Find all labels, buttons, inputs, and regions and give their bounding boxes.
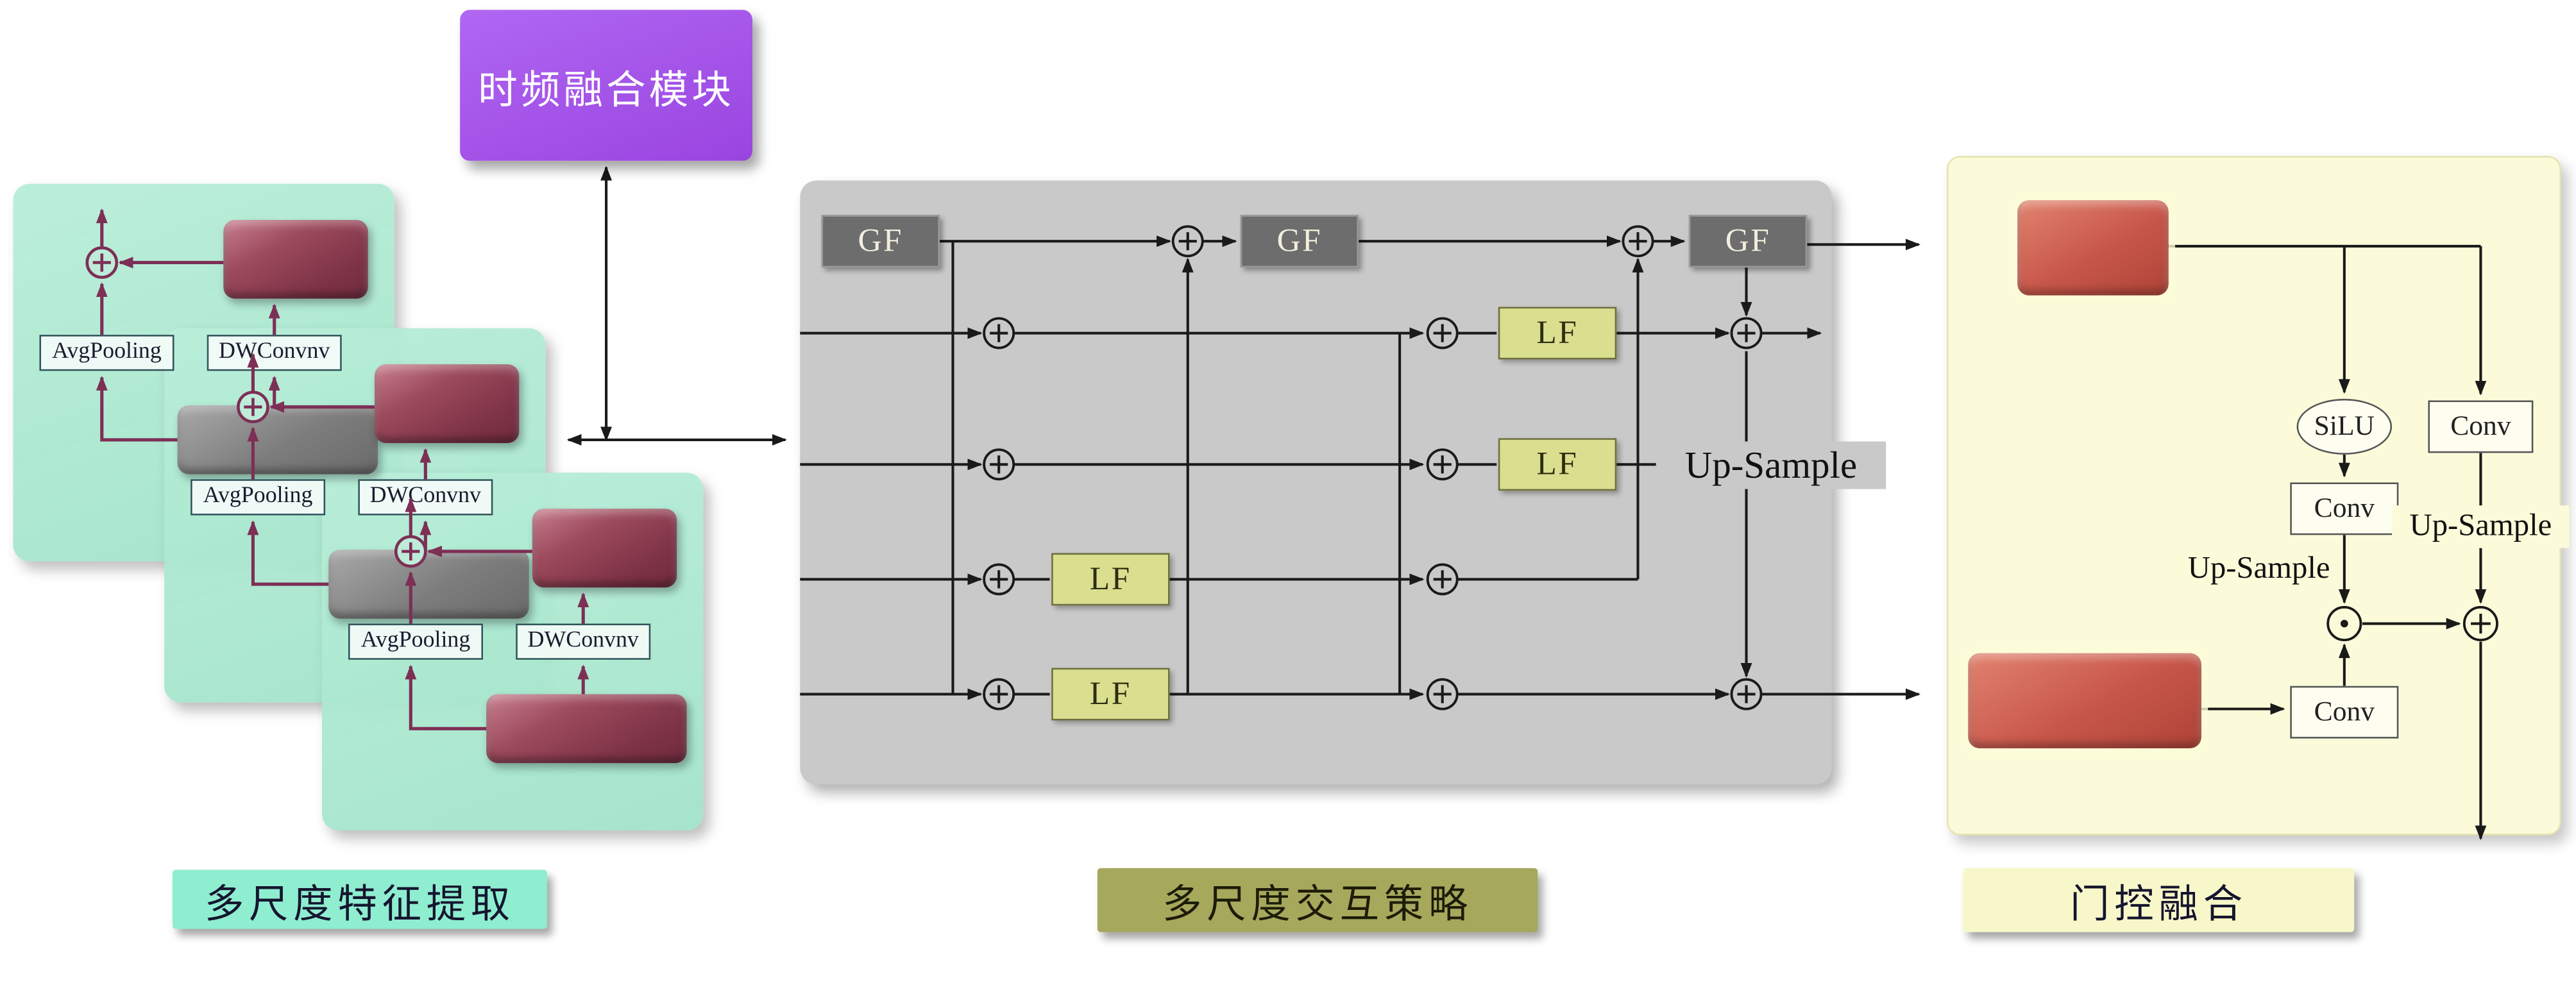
feature-map-output-1 — [223, 219, 368, 299]
dwconv-box-2: DWConvnv — [358, 479, 493, 516]
lf-box-1: LF — [1498, 307, 1617, 360]
upsample-label-middle: Up-Sample — [1656, 441, 1886, 489]
lf-box-4: LF — [1051, 668, 1170, 721]
feature-map-output-3 — [532, 508, 677, 588]
avgpooling-box-1: AvgPooling — [39, 335, 174, 371]
lf-box-2: LF — [1498, 438, 1617, 491]
feature-map-gated-bottom — [1968, 653, 2202, 749]
conv-box-right: Conv — [2428, 400, 2534, 453]
fusion-module-box: 时频融合模块 — [460, 10, 753, 161]
feature-map-input-3 — [486, 694, 687, 764]
caption-interaction: 多尺度交互策略 — [1097, 868, 1538, 932]
caption-gated-fusion: 门控融合 — [1963, 868, 2355, 932]
silu-box: SiLU — [2296, 398, 2393, 455]
avgpooling-box-2: AvgPooling — [191, 479, 326, 516]
gf-box-1: GF — [821, 215, 940, 268]
dwconv-box-3: DWConvnv — [516, 623, 651, 660]
feature-map-input-2 — [328, 550, 529, 619]
avgpooling-box-3: AvgPooling — [348, 623, 483, 660]
gf-box-3: GF — [1688, 215, 1808, 268]
lf-box-3: LF — [1051, 553, 1170, 606]
caption-extraction: 多尺度特征提取 — [172, 870, 547, 929]
feature-map-input-1 — [177, 405, 378, 475]
dwconv-box-1: DWConvnv — [207, 335, 342, 371]
fusion-module-connectors — [566, 165, 787, 446]
gf-box-2: GF — [1240, 215, 1359, 268]
feature-map-output-2 — [374, 364, 520, 444]
conv-box-middle: Conv — [2290, 482, 2399, 535]
upsample-label-left: Up-Sample — [2187, 551, 2330, 586]
feature-map-gated-top — [2017, 200, 2169, 296]
conv-box-bottom: Conv — [2290, 685, 2399, 739]
upsample-label-right: Up-Sample — [2392, 505, 2570, 548]
